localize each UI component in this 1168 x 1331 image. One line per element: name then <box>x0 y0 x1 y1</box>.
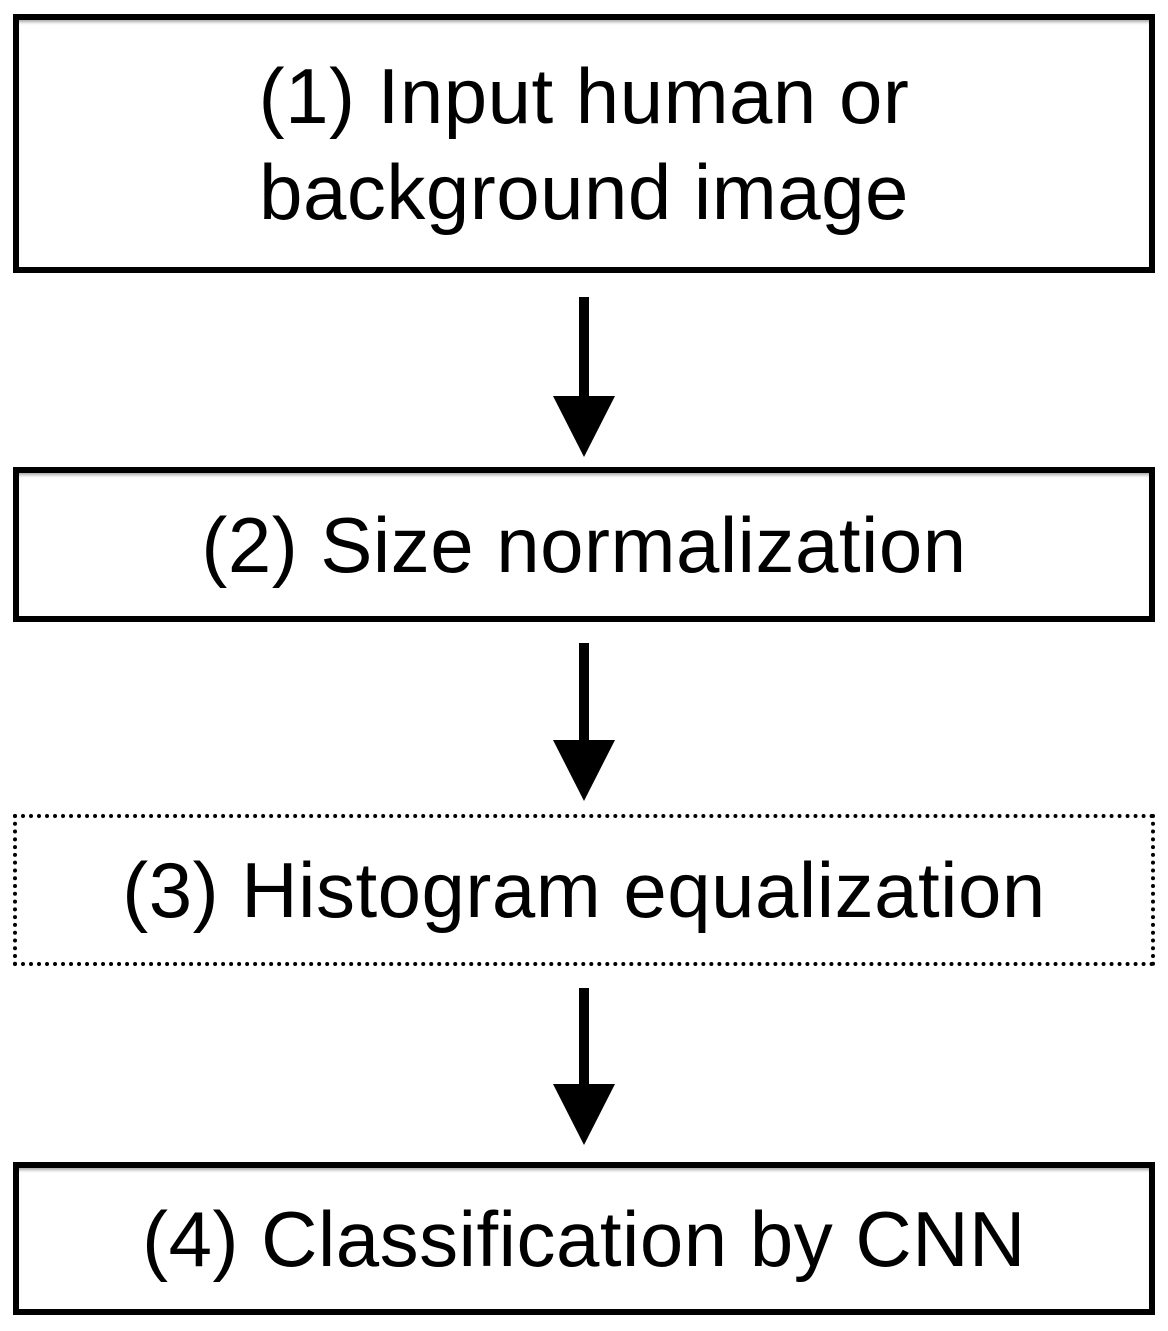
flow-step-input-image: (1) Input human or background image <box>13 14 1155 273</box>
arrow-head <box>553 1084 615 1145</box>
flow-step-label: (4) Classification by CNN <box>142 1194 1026 1283</box>
flow-step-label: (1) Input human or <box>258 51 910 140</box>
arrow-head <box>553 740 615 801</box>
flow-step-size-normalization: (2) Size normalization <box>13 467 1155 622</box>
arrow-down-icon <box>553 297 615 457</box>
flow-step-classification-cnn: (4) Classification by CNN <box>13 1162 1155 1315</box>
flow-step-label: (2) Size normalization <box>201 500 967 589</box>
arrow-stem <box>579 297 589 396</box>
flow-step-label: background image <box>259 147 909 236</box>
flow-step-label: (3) Histogram equalization <box>122 846 1046 934</box>
arrow-head <box>553 396 615 457</box>
arrow-down-icon <box>553 988 615 1145</box>
arrow-stem <box>579 643 589 740</box>
arrow-down-icon <box>553 643 615 801</box>
arrow-stem <box>579 988 589 1084</box>
flow-step-histogram-equalization: (3) Histogram equalization <box>13 814 1155 966</box>
